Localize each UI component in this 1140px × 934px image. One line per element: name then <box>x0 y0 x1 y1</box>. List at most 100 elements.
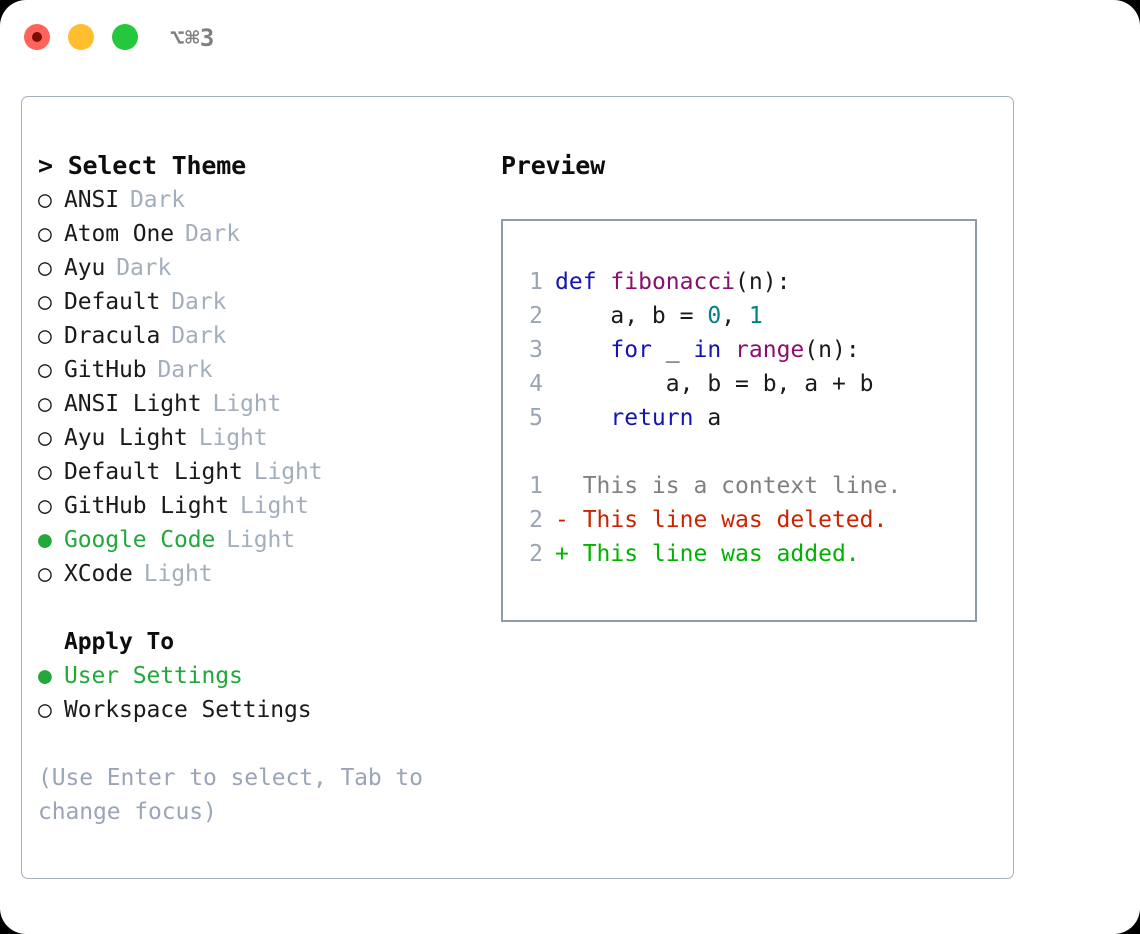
apply-to-label: Apply To <box>64 629 174 655</box>
radio-unselected-icon: ○ <box>38 323 52 349</box>
line-number: 4 <box>529 371 543 397</box>
line-number: 3 <box>529 337 543 363</box>
theme-option-label: Ayu Light <box>64 425 188 451</box>
radio-selected-icon: ● <box>38 663 52 689</box>
minimize-button[interactable] <box>68 24 94 50</box>
line-number: 1 <box>529 269 543 295</box>
token-pl <box>597 269 611 295</box>
theme-option-label: GitHub <box>64 357 147 383</box>
page-title: > Select Theme <box>38 151 246 180</box>
code-line-text: def fibonacci(n): <box>555 265 790 299</box>
token-pl: a <box>693 405 722 431</box>
theme-option-label: Dracula <box>64 323 161 349</box>
line-number: 5 <box>529 405 543 431</box>
code-line: 3 for _ in range(n): <box>503 333 975 367</box>
theme-variant-tag: Light <box>198 425 268 451</box>
theme-variant-tag: Dark <box>157 357 213 383</box>
line-number: 1 <box>529 473 543 499</box>
theme-variant-tag: Light <box>239 493 309 519</box>
theme-option-ansi-light[interactable]: ○ ANSI Light Light <box>38 387 478 421</box>
token-pl <box>555 405 610 431</box>
theme-option-ansi[interactable]: ○ ANSI Dark <box>38 183 478 217</box>
theme-option-label: Default <box>64 289 161 315</box>
token-pl: (n): <box>804 337 860 363</box>
radio-unselected-icon: ○ <box>38 187 52 213</box>
apply-to-option-workspace-settings[interactable]: ○Workspace Settings <box>38 693 478 727</box>
maximize-button[interactable] <box>112 24 138 50</box>
diff-line-text-ctx: This is a context line. <box>555 473 902 499</box>
radio-unselected-icon: ○ <box>38 391 52 417</box>
token-fn: range <box>735 337 805 363</box>
token-pl: (n): <box>735 269 791 295</box>
radio-unselected-icon: ○ <box>38 697 52 723</box>
line-number: 2 <box>529 303 543 329</box>
token-num: 0 <box>707 303 722 329</box>
code-line: 5 return a <box>503 401 975 435</box>
theme-option-label: XCode <box>64 561 133 587</box>
close-button[interactable] <box>24 24 50 50</box>
theme-variant-tag: Dark <box>171 289 227 315</box>
token-pl: , <box>721 303 749 329</box>
theme-option-label: ANSI <box>64 187 119 213</box>
code-diff-separator <box>503 435 975 469</box>
list-spacer <box>38 591 478 625</box>
line-number: 2 <box>529 507 543 533</box>
keyboard-shortcut-label: ⌥⌘3 <box>170 24 215 52</box>
radio-unselected-icon: ○ <box>38 357 52 383</box>
diff-line-text-add: + This line was added. <box>555 541 860 567</box>
radio-unselected-icon: ○ <box>38 425 52 451</box>
theme-variant-tag: Dark <box>130 187 185 213</box>
theme-option-github-light[interactable]: ○ GitHub Light Light <box>38 489 478 523</box>
token-fn: fibonacci <box>610 269 736 295</box>
theme-option-label: GitHub Light <box>64 493 229 519</box>
apply-to-option-list[interactable]: ● User Settings ○Workspace Settings <box>38 659 478 727</box>
code-line: 1 def fibonacci(n): <box>503 265 975 299</box>
line-number: 2 <box>529 541 543 567</box>
theme-option-label: ANSI Light <box>64 391 202 417</box>
apply-to-option-label: User Settings <box>64 663 243 689</box>
apply-to-option-user-settings[interactable]: ● User Settings <box>38 659 478 693</box>
token-pl <box>721 337 735 363</box>
diff-line: 2 - This line was deleted. <box>503 503 975 537</box>
radio-unselected-icon: ○ <box>38 493 52 519</box>
theme-option-ayu-light[interactable]: ○ Ayu Light Light <box>38 421 478 455</box>
theme-option-label: Ayu <box>64 255 106 281</box>
diff-line: 2 + This line was added. <box>503 537 975 571</box>
code-line: 2 a, b = 0, 1 <box>503 299 975 333</box>
radio-unselected-icon: ○ <box>38 561 52 587</box>
diff-line-text-del: - This line was deleted. <box>555 507 888 533</box>
token-num: 1 <box>748 303 763 329</box>
theme-option-github[interactable]: ○ GitHub Dark <box>38 353 478 387</box>
theme-variant-tag: Light <box>212 391 282 417</box>
theme-option-atom-one[interactable]: ○ Atom One Dark <box>38 217 478 251</box>
preview-title: Preview <box>501 151 605 180</box>
keyboard-hint-text: (Use Enter to select, Tab to change focu… <box>38 765 423 825</box>
theme-option-label: Atom One <box>64 221 174 247</box>
code-line-text: a, b = b, a + b <box>555 367 874 401</box>
code-line: 4 a, b = b, a + b <box>503 367 975 401</box>
theme-variant-tag: Dark <box>116 255 172 281</box>
theme-variant-tag: Dark <box>184 221 240 247</box>
radio-unselected-icon: ○ <box>38 221 52 247</box>
code-line-text: a, b = 0, 1 <box>555 299 763 333</box>
token-pl: a, b = b, a + b <box>555 371 874 397</box>
title-bar: ⌥⌘3 <box>0 0 1140 78</box>
token-kw: for <box>610 337 652 363</box>
token-pl <box>555 337 610 363</box>
token-pl: a, b = <box>555 303 708 329</box>
apply-to-heading: ○ Apply To <box>38 625 478 659</box>
diff-line: 1 This is a context line. <box>503 469 975 503</box>
